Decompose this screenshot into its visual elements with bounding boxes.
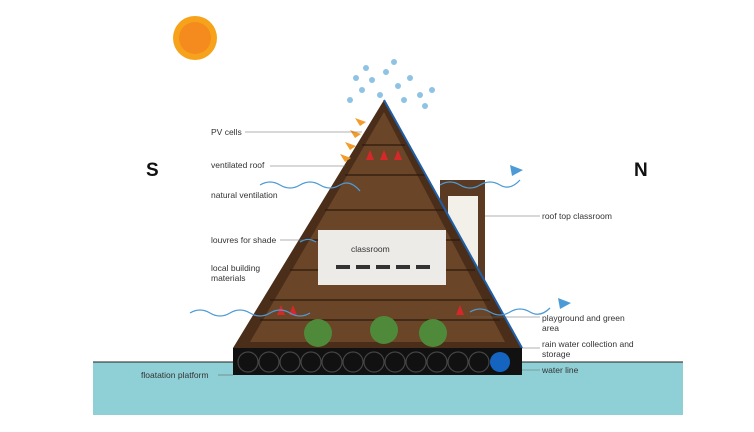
- rain-water-tank: [490, 352, 510, 372]
- rain-drops-icon: [347, 59, 435, 109]
- green-area: [304, 316, 447, 347]
- heat-arrows-icon: [277, 150, 464, 315]
- barrel: [426, 351, 448, 373]
- barrel: [258, 351, 280, 373]
- barrel: [468, 351, 490, 373]
- barrel: [405, 351, 427, 373]
- barrel: [237, 351, 259, 373]
- label-rain-water: rain water collection and storage: [542, 339, 634, 359]
- desks: [336, 265, 430, 269]
- label-pv-cells: PV cells: [211, 127, 242, 137]
- label-ventilated-roof: ventilated roof: [211, 160, 265, 170]
- leader-lines: [218, 131, 540, 376]
- barrel: [447, 351, 469, 373]
- classroom-interior: [318, 230, 446, 285]
- label-louvres: louvres for shade: [211, 235, 277, 245]
- barrel: [342, 351, 364, 373]
- label-playground-line1: playground and green: [542, 313, 625, 323]
- label-playground: playground and green area: [542, 313, 625, 333]
- barrel: [363, 351, 385, 373]
- label-classroom: classroom: [351, 244, 390, 254]
- barrel: [279, 351, 301, 373]
- wind-arrows-icon: [189, 179, 551, 317]
- sun-icon: [173, 16, 217, 60]
- label-rain-water-line1: rain water collection and: [542, 339, 634, 349]
- label-local-materials-line2: materials: [211, 273, 246, 283]
- label-rain-water-line2: storage: [542, 349, 571, 359]
- label-roof-top-classroom: roof top classroom: [542, 211, 612, 221]
- label-water-line: water line: [542, 365, 579, 375]
- label-local-materials: local building materials: [211, 263, 260, 283]
- label-playground-line2: area: [542, 323, 560, 333]
- label-local-materials-line1: local building: [211, 263, 261, 273]
- barrel: [321, 351, 343, 373]
- barrel: [384, 351, 406, 373]
- south-label: S: [146, 160, 159, 181]
- label-floatation-platform: floatation platform: [141, 370, 209, 380]
- barrel: [300, 351, 322, 373]
- label-natural-ventilation: natural ventilation: [211, 190, 278, 200]
- north-label: N: [634, 160, 648, 181]
